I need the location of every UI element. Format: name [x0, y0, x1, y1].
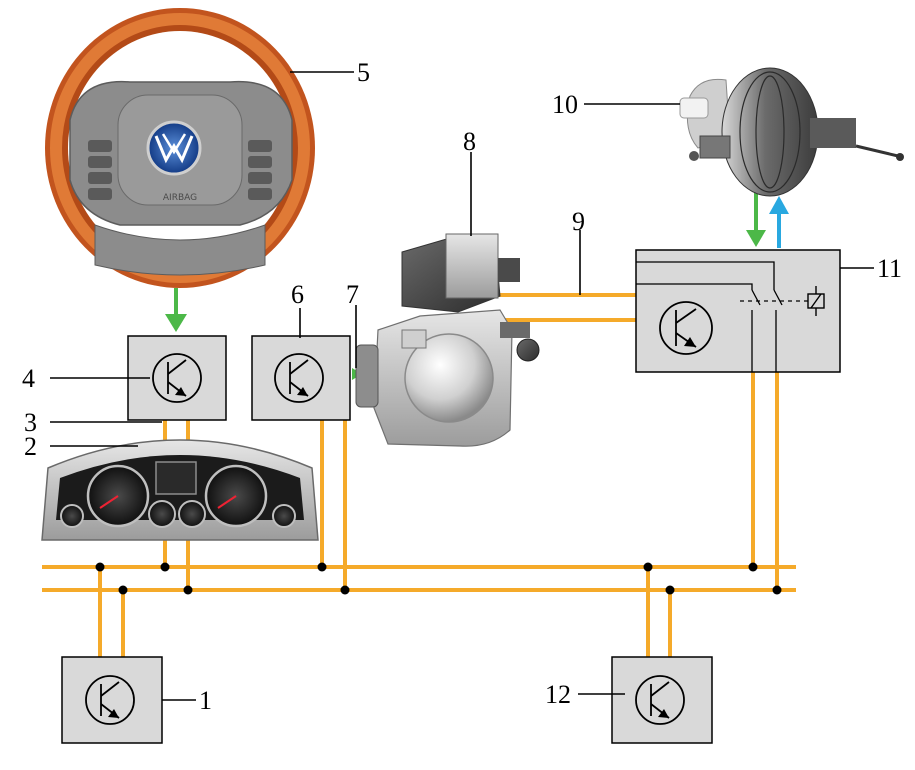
- control-unit-transistor-icon: [635, 675, 685, 725]
- aux-gauge-right: [272, 504, 296, 528]
- control-unit-6: [251, 335, 351, 421]
- temp-gauge: [178, 500, 206, 528]
- callout-12: 12: [545, 680, 571, 709]
- brake-booster-icon: [679, 67, 904, 197]
- fuel-gauge: [148, 500, 176, 528]
- cluster-display: [155, 461, 197, 495]
- airbag-badge: AIRBAG: [163, 193, 197, 203]
- instrument-cluster-icon: [41, 439, 319, 541]
- junction-dot: [183, 585, 193, 595]
- callout-leaders: [50, 71, 874, 701]
- vw-logo-icon: [146, 120, 202, 176]
- junction-dot: [95, 562, 105, 572]
- junction-dot: [160, 562, 170, 572]
- callout-4: 4: [22, 364, 35, 393]
- junction-dot: [118, 585, 128, 595]
- aux-gauge-left: [60, 504, 84, 528]
- junction-dot: [317, 562, 327, 572]
- bus-junctions: [95, 562, 782, 595]
- control-unit-11: [635, 249, 841, 373]
- junction-dot: [772, 585, 782, 595]
- callout-7: 7: [346, 280, 359, 309]
- control-unit-transistor-icon: [659, 301, 713, 355]
- callout-2: 2: [24, 432, 37, 461]
- control-unit-transistor-icon: [152, 353, 202, 403]
- callout-10: 10: [552, 90, 578, 119]
- callout-11: 11: [877, 254, 902, 283]
- callout-6: 6: [291, 280, 304, 309]
- control-unit-transistor-icon: [85, 675, 135, 725]
- junction-dot: [643, 562, 653, 572]
- control-unit-transistor-icon: [274, 353, 324, 403]
- green-arrow-booster-to-ecu11: [746, 192, 766, 247]
- blue-arrow-ecu11-to-booster: [769, 196, 789, 248]
- green-arrow-wheel-to-ecu4: [165, 288, 187, 332]
- control-unit-12: [611, 656, 713, 744]
- callout-3: 3: [24, 408, 37, 437]
- callout-5: 5: [357, 58, 370, 87]
- steering-wheel-icon: AIRBAG: [45, 8, 315, 288]
- callout-8: 8: [463, 127, 476, 156]
- control-unit-1: [61, 656, 163, 744]
- wheel-buttons-right: [248, 140, 272, 200]
- callout-1: 1: [199, 686, 212, 715]
- radar-sensor-icon: [355, 233, 540, 447]
- wheel-buttons-left: [88, 140, 112, 200]
- junction-dot: [340, 585, 350, 595]
- callout-9: 9: [572, 207, 585, 236]
- junction-dot: [748, 562, 758, 572]
- relay-switch-icon: [636, 261, 825, 372]
- junction-dot: [665, 585, 675, 595]
